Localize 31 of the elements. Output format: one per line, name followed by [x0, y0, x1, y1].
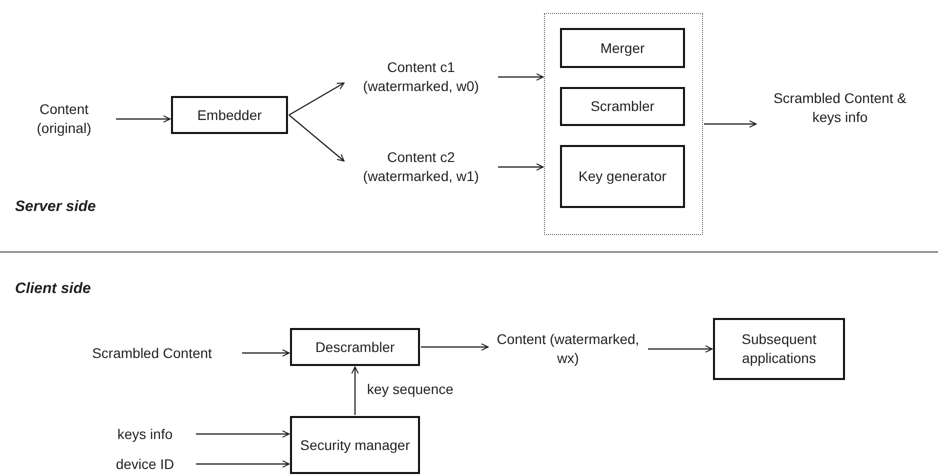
- arrow: [351, 366, 359, 415]
- process-box: Descrambler: [290, 328, 420, 366]
- section-heading: Server side: [15, 198, 96, 215]
- text-label: Scrambled Content & keys info: [772, 89, 908, 127]
- arrow: [648, 345, 713, 353]
- process-box: Security manager: [290, 416, 420, 474]
- text-label: Content (watermarked, wx): [496, 330, 640, 368]
- arrow: [196, 430, 290, 438]
- arrow: [704, 120, 757, 128]
- text-label: device ID: [116, 454, 174, 474]
- arrow: [421, 343, 489, 351]
- text-label: Content (original): [36, 100, 92, 138]
- text-label: Content c2 (watermarked, w1): [362, 148, 480, 186]
- process-box: Key generator: [560, 145, 685, 208]
- process-box: Merger: [560, 28, 685, 68]
- edge-label: key sequence: [365, 381, 456, 397]
- process-box: Embedder: [171, 96, 288, 134]
- arrow: [498, 163, 544, 171]
- arrow: [288, 82, 345, 116]
- text-label: Scrambled Content: [92, 344, 212, 362]
- arrow: [116, 115, 171, 123]
- process-box: Subsequent applications: [713, 318, 845, 380]
- arrow: [196, 460, 290, 468]
- text-label: keys info: [117, 424, 173, 444]
- section-heading: Client side: [15, 280, 91, 297]
- process-box: Scrambler: [560, 87, 685, 126]
- arrow: [242, 349, 290, 357]
- arrow: [498, 73, 544, 81]
- arrow: [288, 114, 345, 162]
- dotted-group-box: [544, 13, 703, 235]
- text-label: Content c1 (watermarked, w0): [362, 58, 480, 96]
